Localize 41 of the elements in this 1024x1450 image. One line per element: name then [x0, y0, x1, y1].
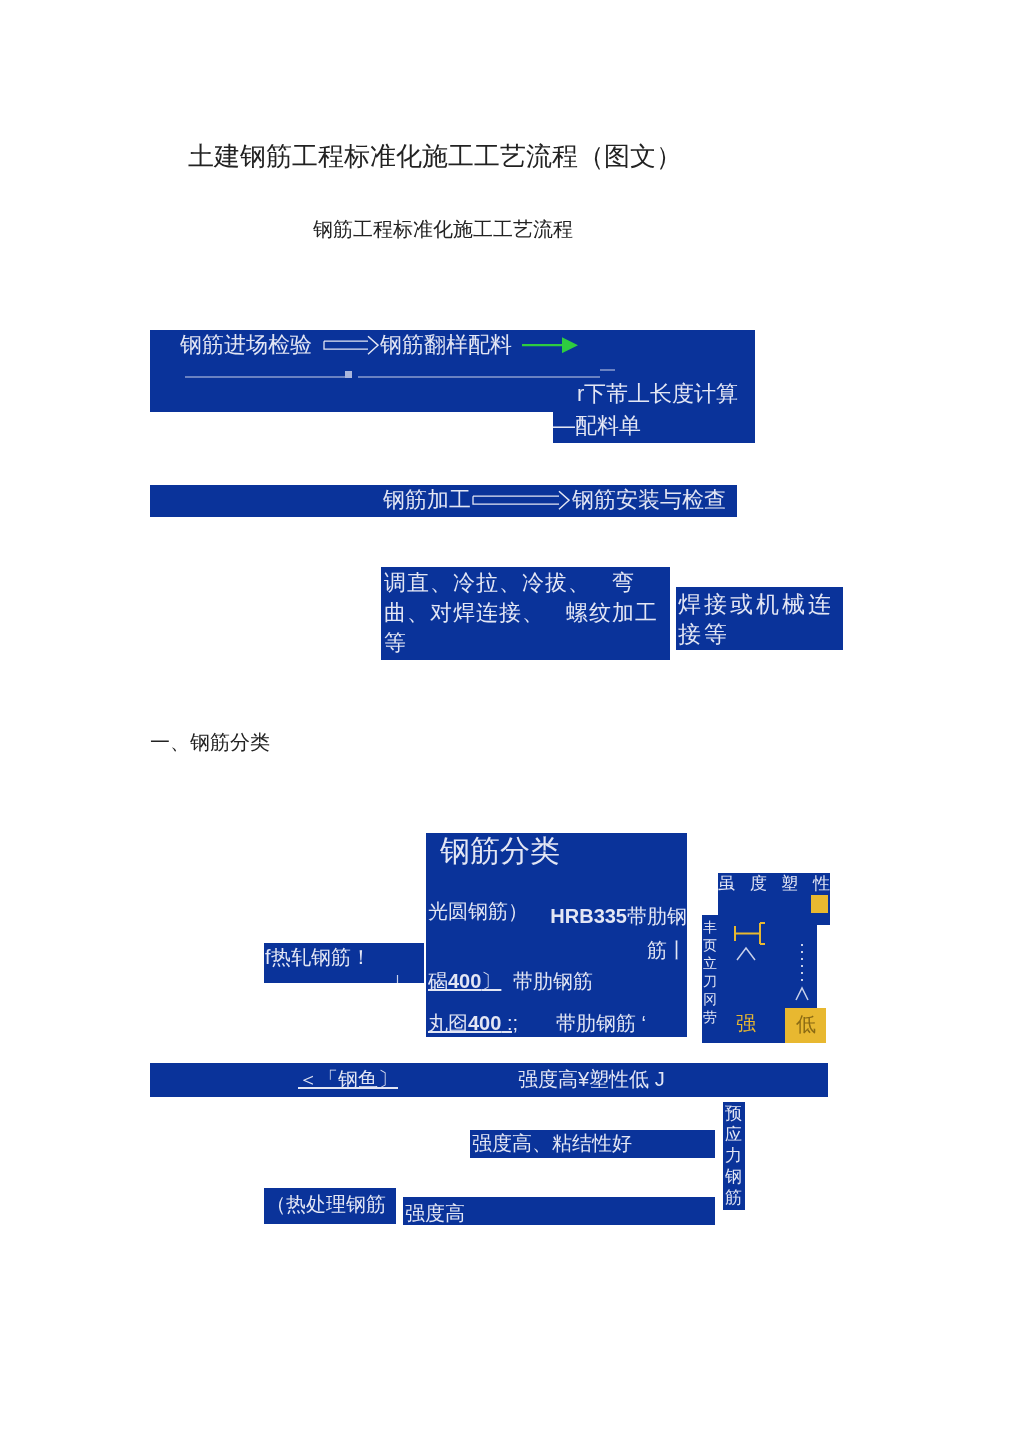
category-box: [264, 943, 424, 983]
arrow: [323, 335, 379, 355]
category-text: HRB335带肋钢筋丨: [549, 904, 687, 963]
category-text: 丸囵400 :;: [428, 1011, 519, 1035]
property-text: 强度高、粘结性好: [472, 1131, 632, 1155]
property-text: 强度高: [405, 1201, 465, 1225]
page-title: 土建钢筋工程标准化施工工艺流程（图文）: [188, 141, 682, 173]
section-heading: 一、钢筋分类: [150, 730, 270, 754]
step-text: 钢筋进场检验: [180, 332, 312, 359]
sub-step-text: r下芾丄长度计算: [577, 381, 739, 408]
property-box: [470, 1130, 715, 1158]
category-text: 带肋钢筋: [513, 969, 593, 993]
sub-step-text: —配料单: [553, 413, 641, 440]
property-panel: [702, 873, 830, 1043]
step-text: 钢筋加工: [383, 487, 471, 514]
panel-heading: 钢筋分类: [440, 833, 560, 869]
arrow: [522, 337, 578, 354]
category-box: [264, 1188, 396, 1224]
process-band: [150, 330, 755, 443]
vertical-text: 丰页立刀冈劳: [702, 918, 717, 1026]
property-text: 强度高¥塑性低 J: [518, 1067, 665, 1091]
arrow: [472, 490, 570, 510]
category-text: （热处理钢筋: [266, 1192, 386, 1216]
step-text: 钢筋翻样配料: [380, 332, 512, 359]
property-text: 虽度塑性: [718, 874, 830, 895]
vertical-text: 预应力钢筋: [724, 1103, 742, 1208]
property-box: [403, 1197, 715, 1225]
highlighted-text: 低: [785, 1008, 826, 1043]
process-band: [150, 485, 737, 517]
property-text: 强: [736, 1011, 756, 1035]
category-text: 光圆钢筋）: [428, 899, 528, 923]
step-text: 钢筋安装与检查: [572, 487, 726, 514]
category-text: 带肋钢筋 ‘: [556, 1011, 646, 1035]
subtitle: 钢筋工程标准化施工工艺流程: [313, 217, 573, 241]
process-text: 调直、冷拉、冷拔、 弯曲、对焊连接、 螺纹加工等: [384, 569, 660, 657]
category-panel: [426, 833, 687, 1037]
category-text: ＜「钢鱼〕: [298, 1067, 398, 1091]
process-text: 焊接或机械连接等: [678, 590, 835, 649]
category-text: f热轧钢筋！: [265, 945, 371, 969]
category-text: 碣400〕: [428, 969, 502, 993]
property-band: [150, 1063, 828, 1097]
